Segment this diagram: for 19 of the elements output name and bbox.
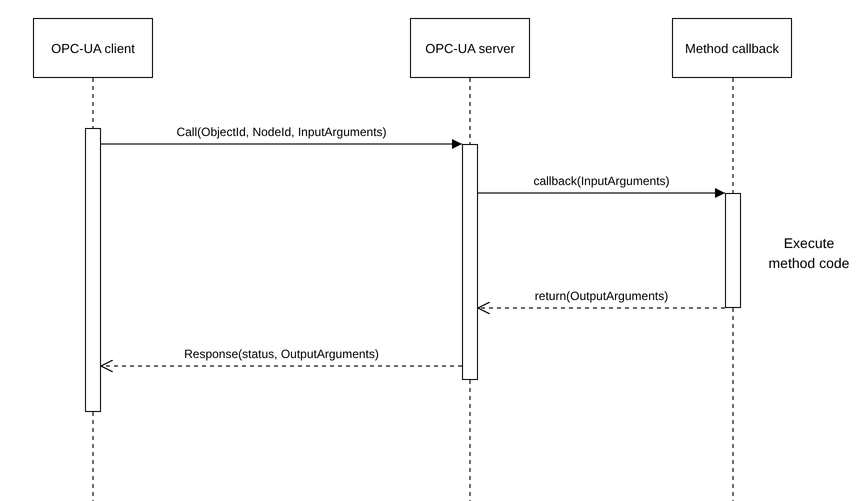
activation-bar [462,144,478,380]
edge-label: return(OutputArguments) [532,289,670,303]
edge-label: callback(InputArguments) [531,174,672,188]
participant-box: OPC-UA client [33,18,153,78]
message-arrow [100,359,462,373]
lifeline [732,78,734,194]
message-arrow [100,139,462,149]
lifeline [732,308,734,501]
activation-bar [725,193,741,308]
activation-bar [85,128,101,412]
participant-box: OPC-UA server [410,18,530,78]
annotation-text: Execute method code [768,234,850,273]
message-arrow [477,301,726,315]
lifeline [92,78,94,128]
message-arrow [478,188,726,198]
edge-label: Call(ObjectId, NodeId, InputArguments) [174,125,389,139]
lifeline [92,412,94,501]
participant-box: Method callback [672,18,792,78]
edge-label: Response(status, OutputArguments) [182,347,381,361]
